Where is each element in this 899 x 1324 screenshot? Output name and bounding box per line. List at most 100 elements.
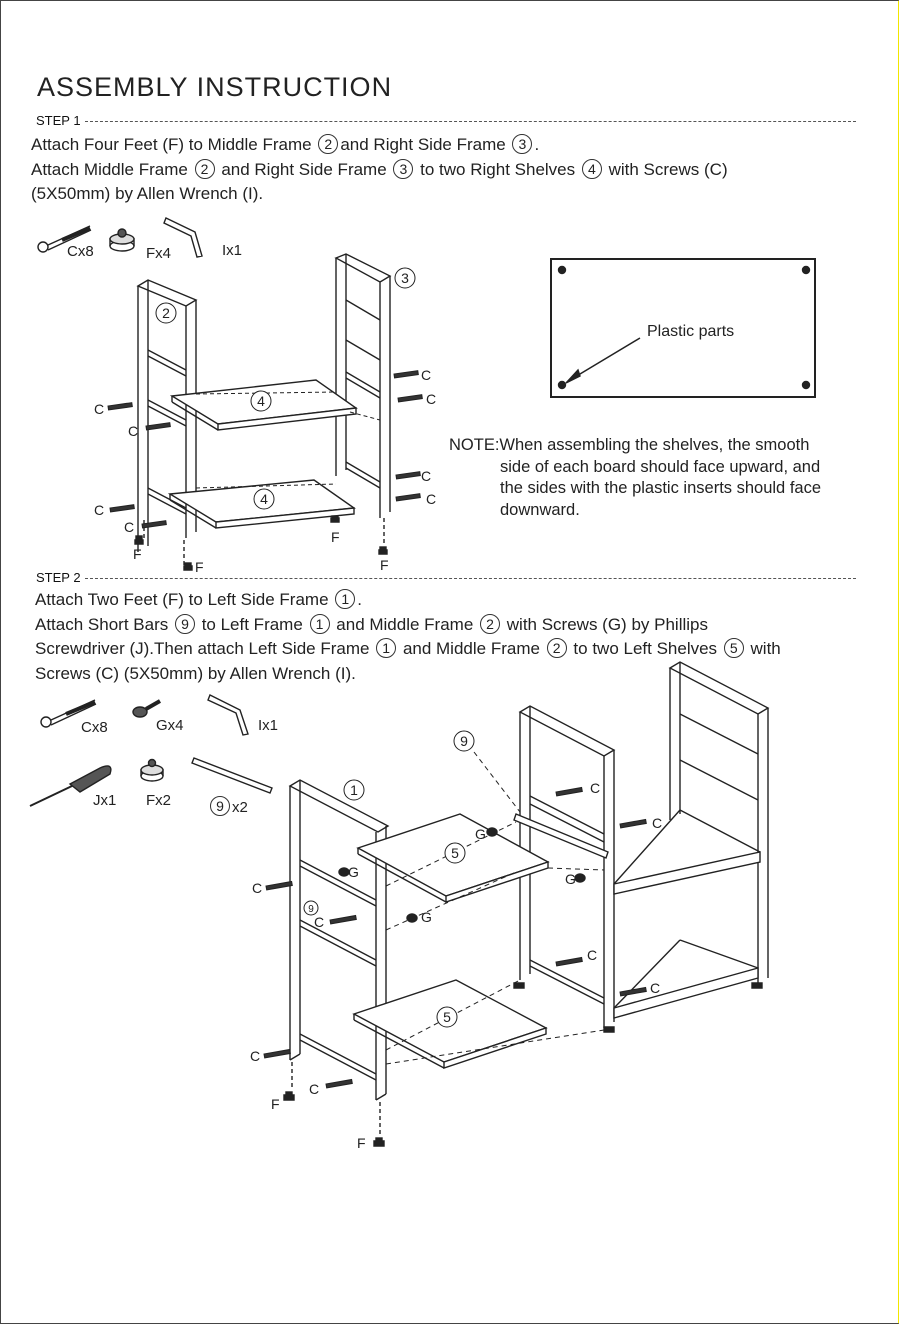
callout-text: 9 bbox=[308, 904, 314, 915]
part-label-wrench: Ix1 bbox=[258, 717, 279, 734]
callout-text: 9 bbox=[460, 733, 468, 749]
callout-short-bar: 9 bbox=[453, 730, 475, 752]
text: Screwdriver (J).Then attach Left Side Fr… bbox=[35, 639, 370, 658]
text: to Left Frame bbox=[201, 614, 303, 634]
callout-text: 5 bbox=[451, 845, 459, 861]
part-number: 9 bbox=[174, 613, 195, 634]
part-number: 2 bbox=[480, 613, 501, 634]
feet-step2 bbox=[283, 982, 763, 1147]
screw-callout: C bbox=[587, 947, 597, 963]
callout-text: 5 bbox=[443, 1009, 451, 1025]
part-number: 3 bbox=[393, 158, 414, 179]
step1-line2: Attach Middle Frame 2 and Right Side Fra… bbox=[31, 158, 728, 183]
right-frame-diagram bbox=[334, 253, 392, 545]
screw-callout: C bbox=[421, 468, 431, 484]
note-line: NOTE:When assembling the shelves, the sm… bbox=[449, 436, 810, 454]
screw-callout: C bbox=[94, 502, 104, 518]
part-number: 5 bbox=[723, 638, 744, 658]
callout-short-bar-small: 9 bbox=[303, 900, 319, 916]
text: . bbox=[357, 590, 362, 609]
screw-callout: C bbox=[652, 815, 662, 831]
part-number: 1 bbox=[309, 613, 330, 634]
screw-callout: C bbox=[421, 367, 431, 383]
foot-callout: F bbox=[331, 529, 340, 545]
g-screws-step2 bbox=[338, 827, 586, 923]
foot-icon bbox=[109, 228, 135, 252]
short-bar-diagram bbox=[513, 813, 609, 859]
step1-line3: (5X50mm) by Allen Wrench (I). bbox=[31, 184, 264, 203]
screw-callout: C bbox=[252, 880, 262, 896]
screw-callout: C bbox=[250, 1048, 260, 1064]
part-label-screws: Cx8 bbox=[67, 243, 94, 260]
screw-callout: C bbox=[314, 914, 324, 930]
foot-callout: F bbox=[195, 559, 204, 575]
step2-line4: Screws (C) (5X50mm) by Allen Wrench (I). bbox=[35, 663, 356, 683]
text: and Right Side Frame bbox=[221, 159, 387, 179]
step2-line2: Attach Short Bars 9 to Left Frame 1 and … bbox=[35, 613, 781, 638]
step2-heading: STEP 2 bbox=[36, 570, 856, 585]
text: to two Left Shelves bbox=[573, 639, 718, 658]
g-screw-callout: G bbox=[421, 909, 432, 925]
screw-callout: C bbox=[650, 980, 660, 996]
assembly-note: NOTE:When assembling the shelves, the sm… bbox=[449, 435, 821, 521]
note-line: side of each board should face upward, a… bbox=[500, 457, 821, 476]
step2-line3: Screwdriver (J).Then attach Left Side Fr… bbox=[35, 637, 781, 662]
screw-callout: C bbox=[426, 391, 436, 407]
callout-text: 4 bbox=[257, 393, 265, 409]
callout-shelf-bottom: 4 bbox=[253, 488, 275, 510]
text: Attach Short Bars bbox=[35, 614, 169, 634]
g-screw-callout: G bbox=[565, 871, 576, 887]
text: . bbox=[534, 135, 540, 154]
part-number: 3 bbox=[512, 134, 533, 154]
part-number: 9 bbox=[210, 796, 230, 816]
text: x2 bbox=[232, 799, 248, 816]
screwdriver-icon bbox=[29, 765, 112, 807]
step2-divider bbox=[84, 577, 856, 579]
part-label-feet: Fx2 bbox=[146, 792, 172, 809]
part-number: 1 bbox=[335, 589, 356, 609]
note-line: the sides with the plastic inserts shoul… bbox=[500, 479, 822, 497]
callout-text: 1 bbox=[350, 782, 358, 798]
foot-callout: F bbox=[357, 1135, 366, 1151]
screw-callout: C bbox=[124, 519, 134, 535]
callout-text: 2 bbox=[162, 305, 170, 321]
plastic-parts-diagram bbox=[550, 258, 816, 398]
step1-label: STEP 1 bbox=[36, 113, 81, 128]
part-label-screws: Cx8 bbox=[81, 719, 108, 736]
step2-callouts: 1 9 9 5 5 C C C C C C C C G G G G F F bbox=[250, 730, 662, 1151]
allen-wrench-icon bbox=[207, 694, 249, 736]
text: Attach Middle Frame bbox=[31, 159, 188, 179]
callout-shelf-bottom: 5 bbox=[436, 1006, 458, 1028]
foot-callout: F bbox=[380, 557, 389, 573]
right-frame-assembled bbox=[613, 661, 770, 1019]
screws-step1 bbox=[107, 370, 423, 529]
foot-callout: F bbox=[133, 546, 142, 562]
callout-left-frame: 1 bbox=[343, 779, 365, 801]
screw-callout: C bbox=[128, 423, 138, 439]
part-number: 2 bbox=[546, 638, 567, 658]
left-frame-diagram bbox=[288, 779, 390, 1135]
step2-line1: Attach Two Feet (F) to Left Side Frame 1… bbox=[35, 588, 781, 613]
g-screw-icon bbox=[132, 699, 161, 718]
text: with bbox=[750, 639, 781, 658]
text: Attach Four Feet (F) to Middle Frame bbox=[31, 135, 312, 154]
plastic-parts-label: Plastic parts bbox=[647, 323, 735, 340]
part-number: 1 bbox=[376, 638, 397, 658]
part-label-feet: Fx4 bbox=[146, 245, 172, 262]
arrow-icon bbox=[565, 337, 641, 384]
allen-wrench-icon bbox=[163, 217, 203, 258]
foot-callout: F bbox=[271, 1096, 280, 1112]
screw-icon bbox=[40, 699, 97, 728]
part-number: 4 bbox=[581, 158, 602, 179]
feet-step1 bbox=[134, 515, 388, 571]
part-label-screwdriver: Jx1 bbox=[93, 792, 117, 809]
part-number: 2 bbox=[318, 134, 339, 154]
text: Attach Two Feet (F) to Left Side Frame bbox=[35, 590, 329, 609]
callout-shelf-top: 4 bbox=[250, 390, 272, 412]
g-screw-callout: G bbox=[475, 826, 486, 842]
text: and Middle Frame bbox=[402, 639, 540, 658]
screw-callout: C bbox=[94, 401, 104, 417]
step1-heading: STEP 1 bbox=[36, 113, 856, 128]
